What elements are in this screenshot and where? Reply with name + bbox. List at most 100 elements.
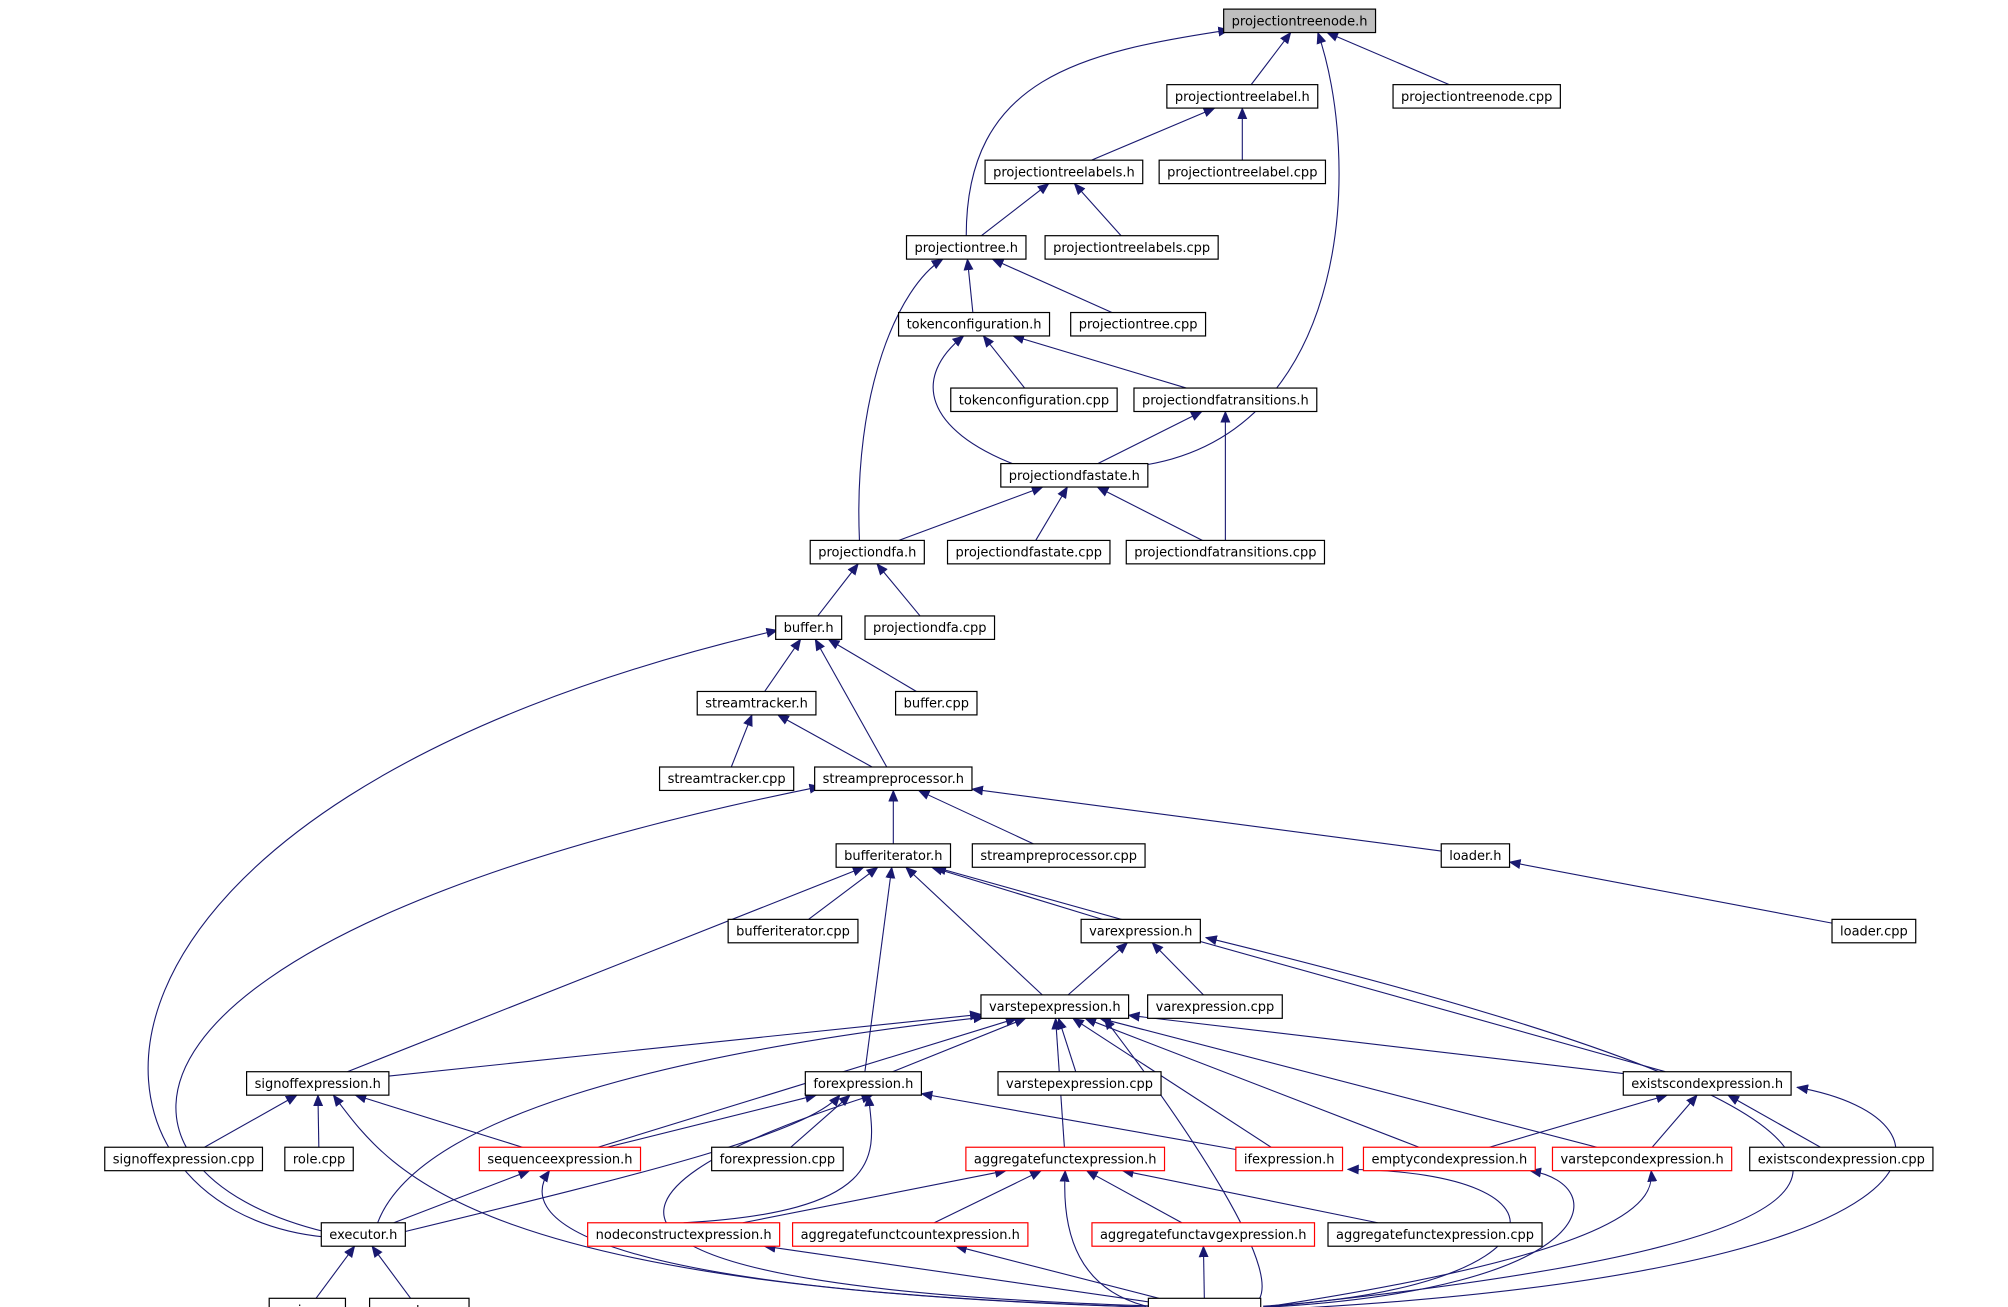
edge-query-parser-y-to-sequenceexpression-h	[539, 1169, 1159, 1307]
node-aggregatefunctavgexpression-h[interactable]: aggregatefunctavgexpression.h	[1091, 1222, 1316, 1247]
node-label: aggregatefunctavgexpression.h	[1100, 1228, 1307, 1243]
edge-tokenconfiguration-h-to-projectiontree-h	[963, 258, 974, 313]
node-projectiontree-cpp[interactable]: projectiontree.cpp	[1070, 311, 1207, 337]
node-label: tokenconfiguration.cpp	[959, 393, 1109, 408]
node-box	[711, 1146, 844, 1172]
node-box	[478, 1146, 642, 1172]
node-projectiondfastate-h[interactable]: projectiondfastate.h	[1000, 462, 1149, 488]
node-projectiondfa-cpp[interactable]: projectiondfa.cpp	[864, 615, 996, 640]
node-tokenconfiguration-h[interactable]: tokenconfiguration.h	[897, 311, 1051, 337]
node-label: signoffexpression.h	[255, 1077, 381, 1092]
node-varstepexpression-h[interactable]: varstepexpression.h	[980, 994, 1130, 1019]
edge-projectiontreelabel-h-to-projectiontreenode-h	[1250, 31, 1292, 85]
node-projectiontree-h[interactable]: projectiontree.h	[905, 235, 1027, 260]
node-projectiondfa-h[interactable]: projectiondfa.h	[809, 539, 925, 565]
node-streampreprocessor-h[interactable]: streampreprocessor.h	[814, 766, 973, 792]
edge-query-parser-y-to-nodeconstructexpression-h	[763, 1242, 1149, 1303]
node-box	[1000, 462, 1149, 488]
node-label: projectiondfatransitions.h	[1142, 393, 1309, 408]
node-box	[971, 843, 1146, 868]
node-varexpression-cpp[interactable]: varexpression.cpp	[1147, 994, 1283, 1019]
node-projectiontreelabels-h[interactable]: projectiontreelabels.h	[984, 159, 1144, 185]
node-label: varexpression.cpp	[1156, 1000, 1275, 1015]
node-varstepcondexpression-h[interactable]: varstepcondexpression.h	[1551, 1146, 1733, 1172]
node-forexpression-h[interactable]: forexpression.h	[804, 1071, 923, 1096]
edge-query-parser-y-to-emptycondexpression-h	[1263, 1167, 1575, 1307]
edge-projectiondfastate-h-to-projectiontreenode-h	[1145, 31, 1340, 466]
node-label: streampreprocessor.h	[823, 772, 964, 787]
edge-loader-cpp-to-loader-h	[1508, 859, 1833, 924]
node-box	[320, 1222, 406, 1247]
edge-signoffexpression-cpp-to-signoffexpression-h	[204, 1094, 298, 1148]
node-label: streamtracker.cpp	[668, 772, 786, 787]
node-label: projectiontree.cpp	[1079, 318, 1198, 333]
node-existscondexpression-h[interactable]: existscondexpression.h	[1622, 1071, 1792, 1096]
node-varstepexpression-cpp[interactable]: varstepexpression.cpp	[997, 1071, 1162, 1096]
node-label: streampreprocessor.cpp	[980, 849, 1137, 864]
node-sequenceexpression-h[interactable]: sequenceexpression.h	[478, 1146, 642, 1172]
node-projectiontreenode-cpp[interactable]: projectiontreenode.cpp	[1392, 84, 1561, 109]
node-label: existscondexpression.cpp	[1758, 1152, 1925, 1167]
edge-query-parser-y-to-varstepexpression-h	[1103, 1017, 1263, 1307]
node-label: aggregatefunctcountexpression.h	[801, 1228, 1020, 1243]
node-executor-h[interactable]: executor.h	[320, 1222, 406, 1247]
node-existscondexpression-cpp[interactable]: existscondexpression.cpp	[1749, 1146, 1934, 1172]
edge-executor-h-to-sequenceexpression-h	[393, 1169, 531, 1224]
node-box	[1440, 843, 1511, 868]
node-box	[1158, 159, 1327, 185]
edge-ifexpression-h-to-varstepexpression-h	[1071, 1017, 1272, 1148]
node-role-cpp[interactable]: role.cpp	[284, 1146, 354, 1172]
node-buffer-cpp[interactable]: buffer.cpp	[894, 690, 978, 716]
node-label: projectiontreelabels.h	[993, 165, 1135, 180]
node-forexpression-cpp[interactable]: forexpression.cpp	[711, 1146, 844, 1172]
node-signoffexpression-h[interactable]: signoffexpression.h	[245, 1071, 390, 1096]
node-projectiontreelabels-cpp[interactable]: projectiontreelabels.cpp	[1044, 235, 1219, 260]
node-box	[984, 159, 1144, 185]
node-main-cpp[interactable]: main.cpp	[268, 1297, 347, 1307]
node-loader-h[interactable]: loader.h	[1440, 843, 1511, 868]
node-label: buffer.cpp	[904, 697, 969, 712]
node-executor-cpp[interactable]: executor.cpp	[368, 1297, 470, 1307]
node-projectiondfatransitions-h[interactable]: projectiondfatransitions.h	[1133, 387, 1318, 413]
node-streamtracker-h[interactable]: streamtracker.h	[696, 690, 817, 716]
node-signoffexpression-cpp[interactable]: signoffexpression.cpp	[104, 1146, 264, 1172]
node-projectiondfatransitions-cpp[interactable]: projectiondfatransitions.cpp	[1125, 539, 1326, 565]
node-bufferiterator-cpp[interactable]: bufferiterator.cpp	[727, 918, 859, 944]
node-bufferiterator-h[interactable]: bufferiterator.h	[835, 843, 952, 868]
node-tokenconfiguration-cpp[interactable]: tokenconfiguration.cpp	[950, 387, 1118, 413]
node-box	[1551, 1146, 1733, 1172]
node-nodeconstructexpression-h[interactable]: nodeconstructexpression.h	[587, 1222, 781, 1247]
node-box	[1235, 1146, 1344, 1172]
node-ifexpression-h[interactable]: ifexpression.h	[1235, 1146, 1344, 1172]
node-query-parser-y[interactable]: query_parser.y	[1147, 1297, 1262, 1307]
node-box	[1091, 1222, 1316, 1247]
node-label: varstepexpression.cpp	[1006, 1077, 1153, 1092]
node-projectiontreelabel-cpp[interactable]: projectiontreelabel.cpp	[1158, 159, 1327, 185]
node-varexpression-h[interactable]: varexpression.h	[1080, 918, 1201, 944]
node-projectiondfastate-cpp[interactable]: projectiondfastate.cpp	[946, 539, 1111, 565]
node-projectiontreenode-h[interactable]: projectiontreenode.h	[1223, 8, 1377, 34]
edge-streampreprocessor-h-to-streamtracker-h	[776, 714, 873, 768]
node-aggregatefunctexpression-cpp[interactable]: aggregatefunctexpression.cpp	[1327, 1222, 1543, 1247]
node-emptycondexpression-h[interactable]: emptycondexpression.h	[1362, 1146, 1536, 1172]
node-streamtracker-cpp[interactable]: streamtracker.cpp	[658, 766, 795, 792]
node-label: varexpression.h	[1089, 925, 1192, 940]
node-aggregatefunctexpression-h[interactable]: aggregatefunctexpression.h	[965, 1146, 1166, 1172]
edges-layer	[147, 26, 1897, 1307]
edge-tokenconfiguration-cpp-to-tokenconfiguration-h	[982, 335, 1026, 389]
edge-signoffexpression-h-to-varstepexpression-h	[388, 1010, 982, 1077]
node-label: projectiondfastate.h	[1009, 469, 1140, 484]
node-box	[368, 1297, 470, 1307]
edge-projectiontree-cpp-to-projectiontree-h	[991, 258, 1113, 314]
node-projectiontreelabel-h[interactable]: projectiontreelabel.h	[1166, 84, 1319, 109]
node-label: varstepcondexpression.h	[1560, 1152, 1723, 1167]
nodes-layer: projectiontreenode.h projectiontreelabel.…	[104, 8, 1934, 1307]
node-loader-cpp[interactable]: loader.cpp	[1831, 918, 1917, 944]
node-buffer-h[interactable]: buffer.h	[775, 615, 843, 640]
edge-projectiontreenode-cpp-to-projectiontreenode-h	[1326, 32, 1450, 86]
edge-streamtracker-h-to-buffer-h	[764, 638, 802, 692]
edge-projectiontreelabels-cpp-to-projectiontreelabels-h	[1073, 182, 1122, 237]
edge-query-parser-y-to-aggregatefunctcountexpression-h	[954, 1244, 1160, 1299]
node-streampreprocessor-cpp[interactable]: streampreprocessor.cpp	[971, 843, 1146, 868]
node-aggregatefunctcountexpression-h[interactable]: aggregatefunctcountexpression.h	[791, 1222, 1029, 1247]
